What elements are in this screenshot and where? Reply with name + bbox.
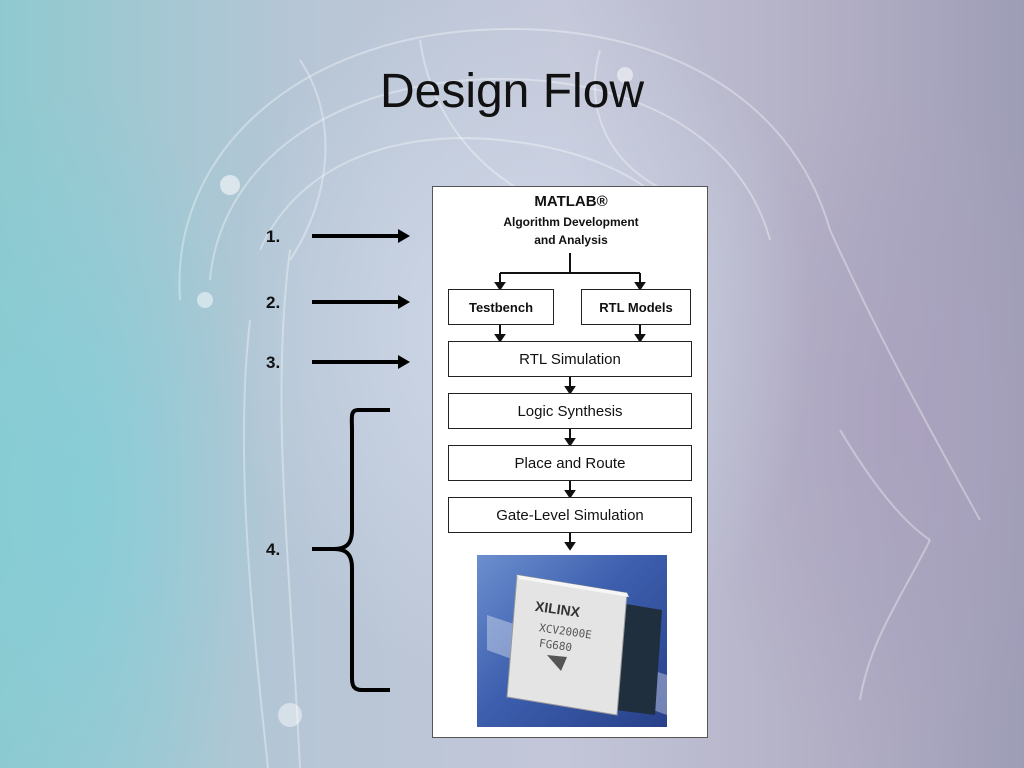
logic-synthesis-box: Logic Synthesis — [448, 393, 692, 429]
slide-title: Design Flow — [379, 65, 645, 118]
chip-illustration — [487, 574, 667, 716]
step-label-4: 4. — [266, 540, 281, 559]
rtl-models-box: RTL Models — [581, 289, 691, 325]
analysis-label: and Analysis — [534, 233, 608, 247]
algorithm-development-label: Algorithm Development — [503, 215, 639, 229]
matlab-header: MATLAB® — [534, 193, 608, 210]
design-flow-diagram: MATLAB® Algorithm Development and Analys… — [432, 186, 708, 738]
step-arrow-1 — [312, 229, 410, 243]
place-and-route-box: Place and Route — [448, 445, 692, 481]
step-arrow-3 — [312, 355, 410, 369]
testbench-box: Testbench — [448, 289, 554, 325]
flow-connectors — [494, 253, 646, 551]
gate-level-simulation-box: Gate-Level Simulation — [448, 497, 692, 533]
rtl-simulation-box: RTL Simulation — [448, 341, 692, 377]
step-label-2: 2. — [266, 293, 281, 312]
fpga-chip-image: XILINX XCV2000E FG680 — [477, 555, 667, 727]
step-label-3: 3. — [266, 353, 281, 372]
step-label-1: 1. — [266, 227, 281, 246]
step-4-bracket — [312, 408, 390, 692]
step-arrow-2 — [312, 295, 410, 309]
